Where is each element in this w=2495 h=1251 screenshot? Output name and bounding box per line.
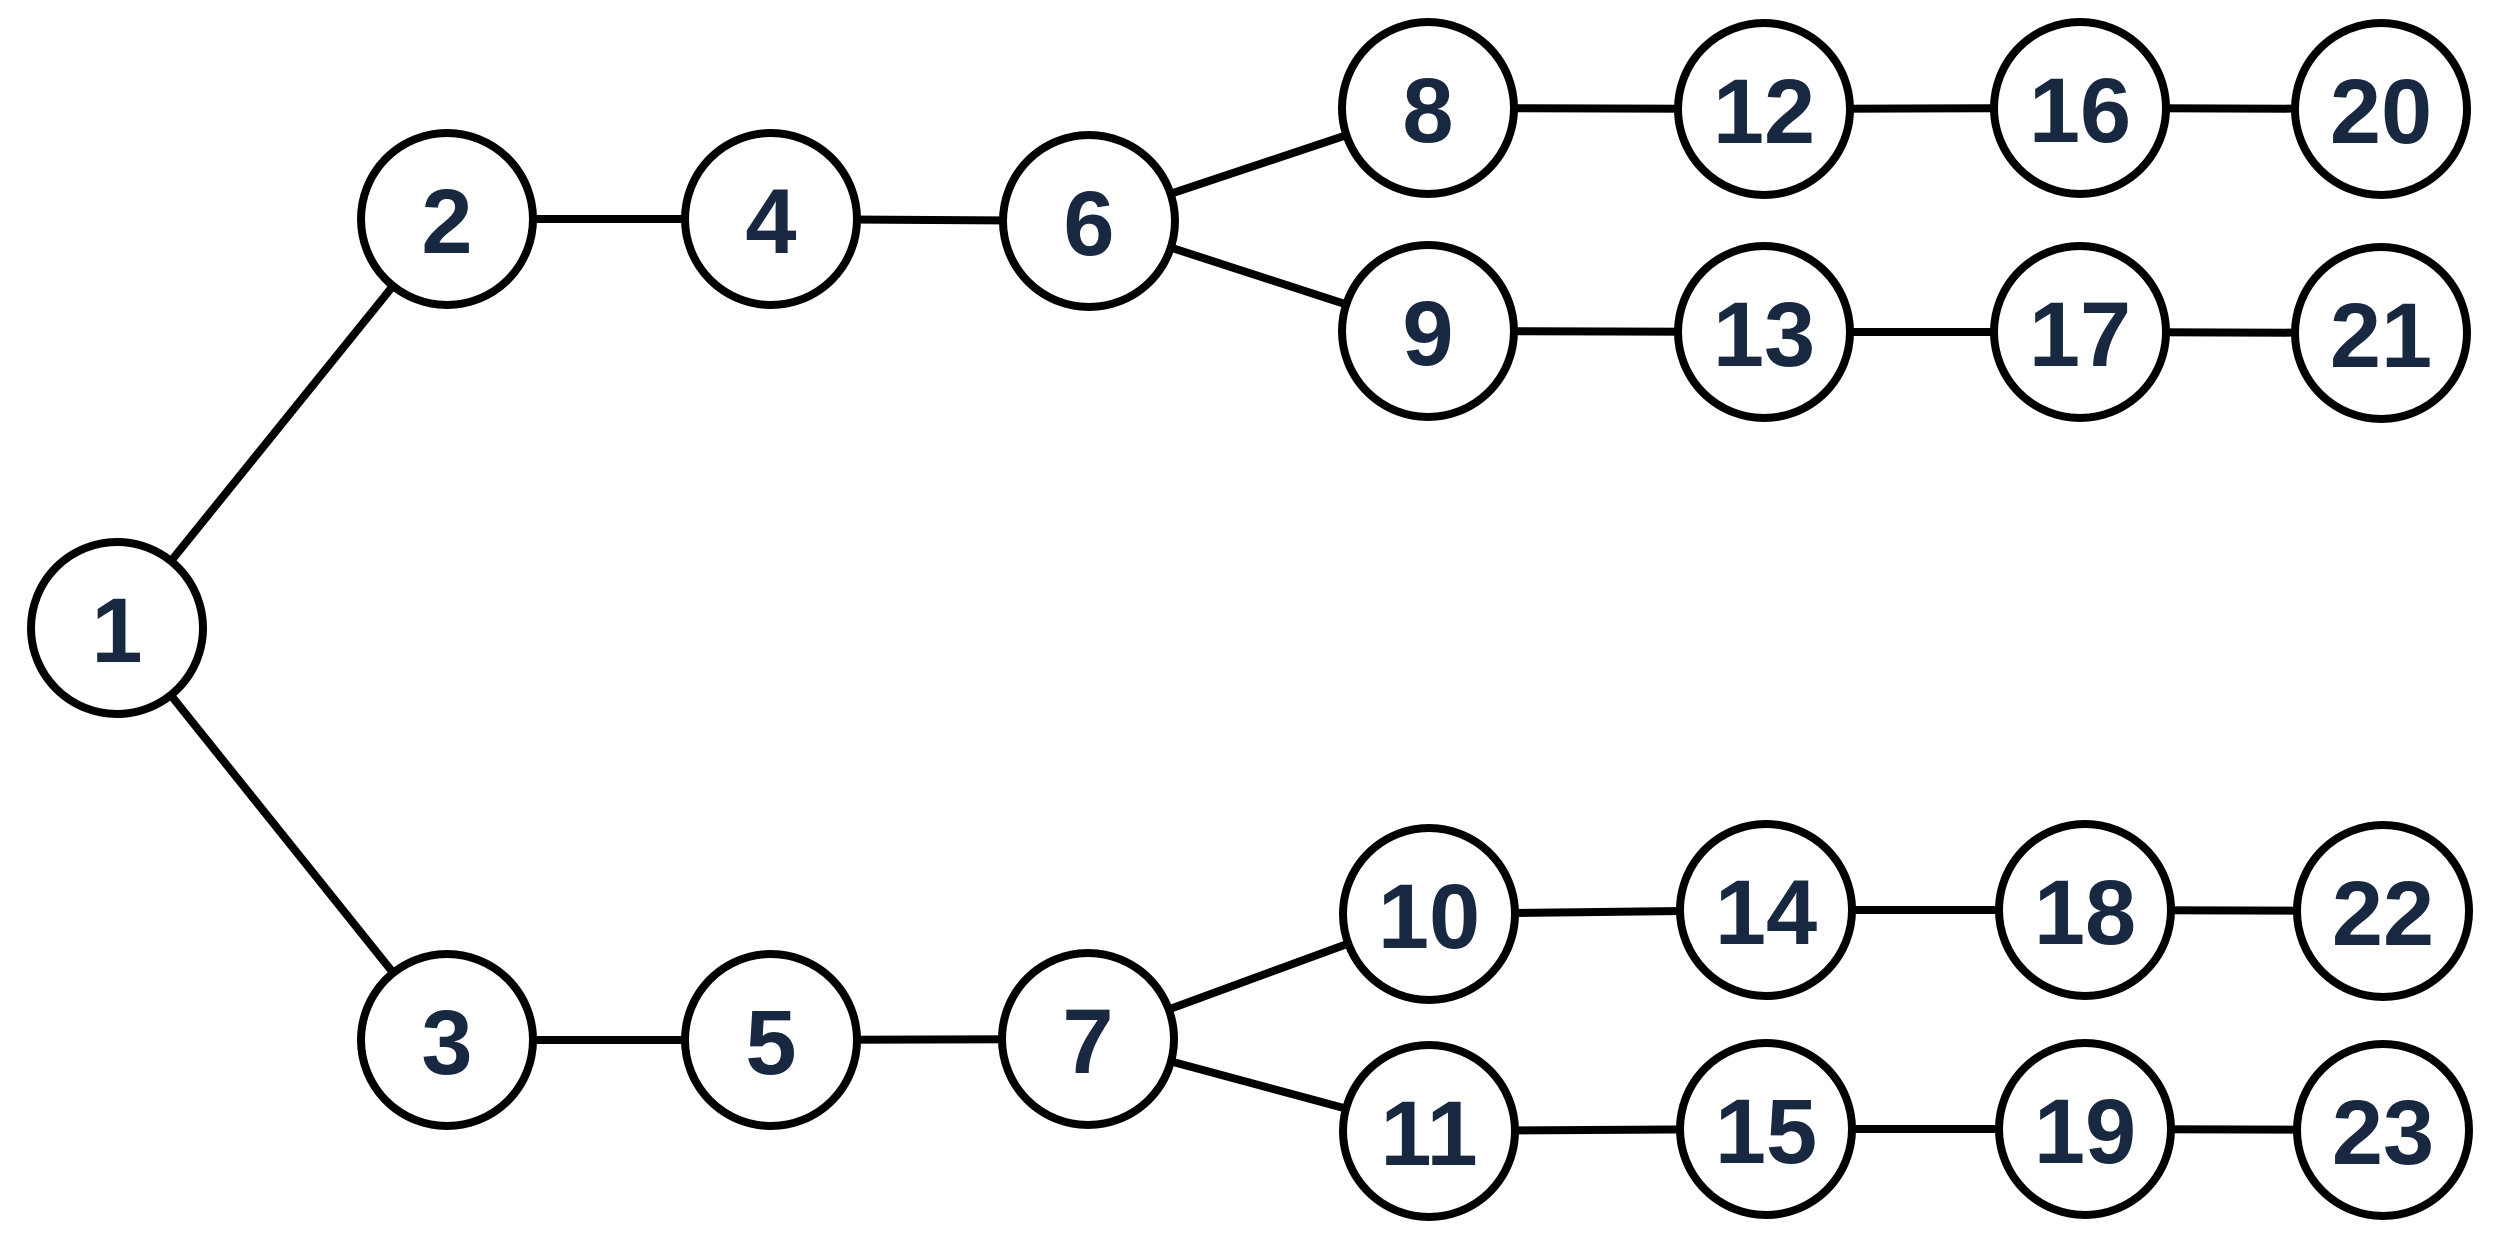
node-label-18: 18 [2034,862,2136,964]
node-circle-3 [357,950,537,1130]
node-circle-2 [357,129,537,309]
node-circle-17 [1990,242,2170,422]
node-18: 18 [1995,820,2175,1000]
node-circle-18 [1995,820,2175,1000]
node-circle-15 [1676,1039,1856,1219]
node-circle-14 [1676,820,1856,1000]
node-7: 7 [998,949,1178,1129]
node-label-21: 21 [2330,285,2432,387]
node-circle-13 [1674,242,1854,422]
node-label-7: 7 [1062,991,1113,1093]
node-label-23: 23 [2332,1082,2434,1184]
node-16: 16 [1990,18,2170,198]
node-label-15: 15 [1715,1081,1817,1183]
node-9: 9 [1338,241,1518,421]
node-label-11: 11 [1380,1083,1477,1185]
node-label-13: 13 [1713,284,1815,386]
node-circle-6 [999,131,1179,311]
node-circle-23 [2293,1040,2473,1220]
node-label-17: 17 [2029,284,2131,386]
node-14: 14 [1676,820,1856,1000]
node-13: 13 [1674,242,1854,422]
node-label-10: 10 [1378,866,1480,968]
node-circle-7 [998,949,1178,1129]
node-label-16: 16 [2029,60,2131,162]
node-2: 2 [357,129,537,309]
node-circle-9 [1338,241,1518,421]
node-circle-16 [1990,18,2170,198]
node-21: 21 [2291,243,2471,423]
node-10: 10 [1339,824,1519,1004]
node-label-2: 2 [421,171,472,273]
node-circle-10 [1339,824,1519,1004]
node-20: 20 [2291,19,2471,199]
node-circle-8 [1338,18,1518,198]
node-12: 12 [1674,19,1854,199]
node-circle-21 [2291,243,2471,423]
node-label-3: 3 [421,992,472,1094]
node-22: 22 [2293,821,2473,1001]
node-circle-5 [681,950,861,1130]
node-8: 8 [1338,18,1518,198]
node-15: 15 [1676,1039,1856,1219]
node-circle-1 [27,538,207,718]
node-circle-22 [2293,821,2473,1001]
node-17: 17 [1990,242,2170,422]
node-label-22: 22 [2332,863,2434,965]
node-label-9: 9 [1402,283,1453,385]
node-circle-19 [1995,1039,2175,1219]
node-label-14: 14 [1715,862,1817,964]
node-circle-4 [681,129,861,309]
node-23: 23 [2293,1040,2473,1220]
node-3: 3 [357,950,537,1130]
node-label-19: 19 [2034,1081,2136,1183]
node-circle-12 [1674,19,1854,199]
node-label-1: 1 [91,580,142,682]
node-label-20: 20 [2330,61,2432,163]
node-label-5: 5 [745,992,796,1094]
node-5: 5 [681,950,861,1130]
node-6: 6 [999,131,1179,311]
node-circle-20 [2291,19,2471,199]
node-11: 11 [1339,1041,1519,1221]
node-circle-11 [1339,1041,1519,1221]
node-label-6: 6 [1063,173,1114,275]
node-label-12: 12 [1713,61,1815,163]
node-label-4: 4 [745,171,796,273]
node-4: 4 [681,129,861,309]
node-label-8: 8 [1402,60,1453,162]
node-1: 1 [27,538,207,718]
node-19: 19 [1995,1039,2175,1219]
